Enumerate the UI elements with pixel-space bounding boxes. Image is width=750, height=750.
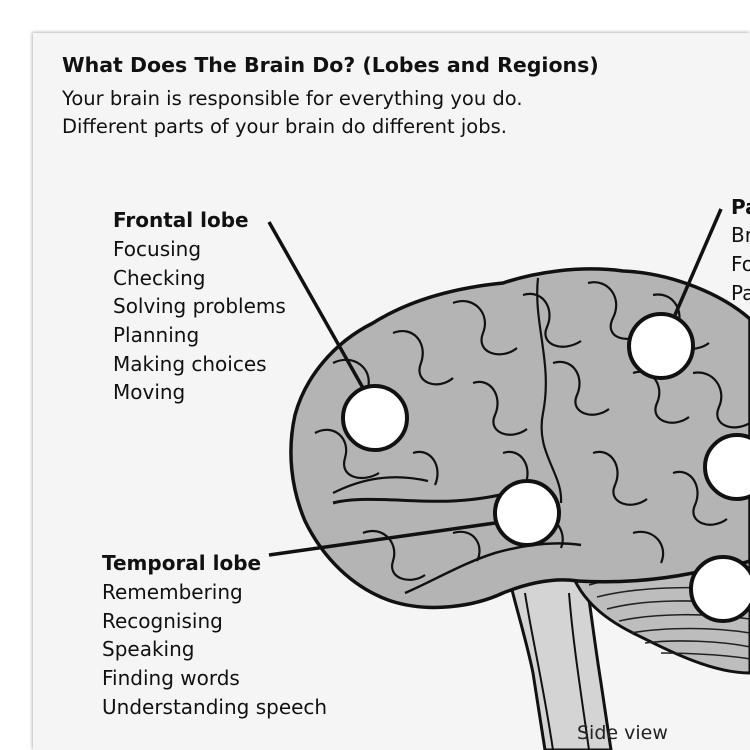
frontal-lobe-item: Focusing <box>113 237 202 261</box>
occipital-lobe-marker <box>703 433 750 501</box>
intro-line-2: Different parts of your brain do differe… <box>62 115 507 138</box>
frontal-lobe-heading: Frontal lobe <box>113 208 249 232</box>
frontal-lobe-item: Planning <box>113 323 200 347</box>
frontal-lobe-item: Making choices <box>113 352 267 376</box>
worksheet-page: What Does The Brain Do? (Lobes and Regio… <box>33 33 750 750</box>
parietal-lobe-item: Br <box>731 223 750 247</box>
temporal-lobe-marker <box>493 479 561 547</box>
parietal-lobe-item: Pa <box>731 281 750 305</box>
frontal-lobe-leader <box>267 221 365 389</box>
cerebellum-marker <box>689 555 750 623</box>
frontal-lobe-item: Solving problems <box>113 294 286 318</box>
side-view-caption: Side view <box>577 722 668 744</box>
parietal-lobe-leader <box>673 208 723 316</box>
parietal-lobe-item: Fo <box>731 252 750 276</box>
intro-line-1: Your brain is responsible for everything… <box>62 87 523 110</box>
temporal-lobe-item: Recognising <box>102 609 223 633</box>
brain-illustration <box>267 208 750 750</box>
temporal-lobe-item: Understanding speech <box>102 695 328 719</box>
worksheet-title: What Does The Brain Do? (Lobes and Regio… <box>62 53 599 77</box>
parietal-lobe-marker <box>627 312 695 380</box>
temporal-lobe-item: Remembering <box>102 580 243 604</box>
frontal-lobe-marker <box>341 384 409 452</box>
frontal-lobe-item: Checking <box>113 266 206 290</box>
parietal-lobe-heading: Pa <box>731 195 750 219</box>
temporal-lobe-leader <box>268 521 496 557</box>
temporal-lobe-item: Speaking <box>102 637 195 661</box>
temporal-lobe-item: Finding words <box>102 666 240 690</box>
temporal-lobe-heading: Temporal lobe <box>102 551 262 575</box>
frontal-lobe-item: Moving <box>113 380 186 404</box>
